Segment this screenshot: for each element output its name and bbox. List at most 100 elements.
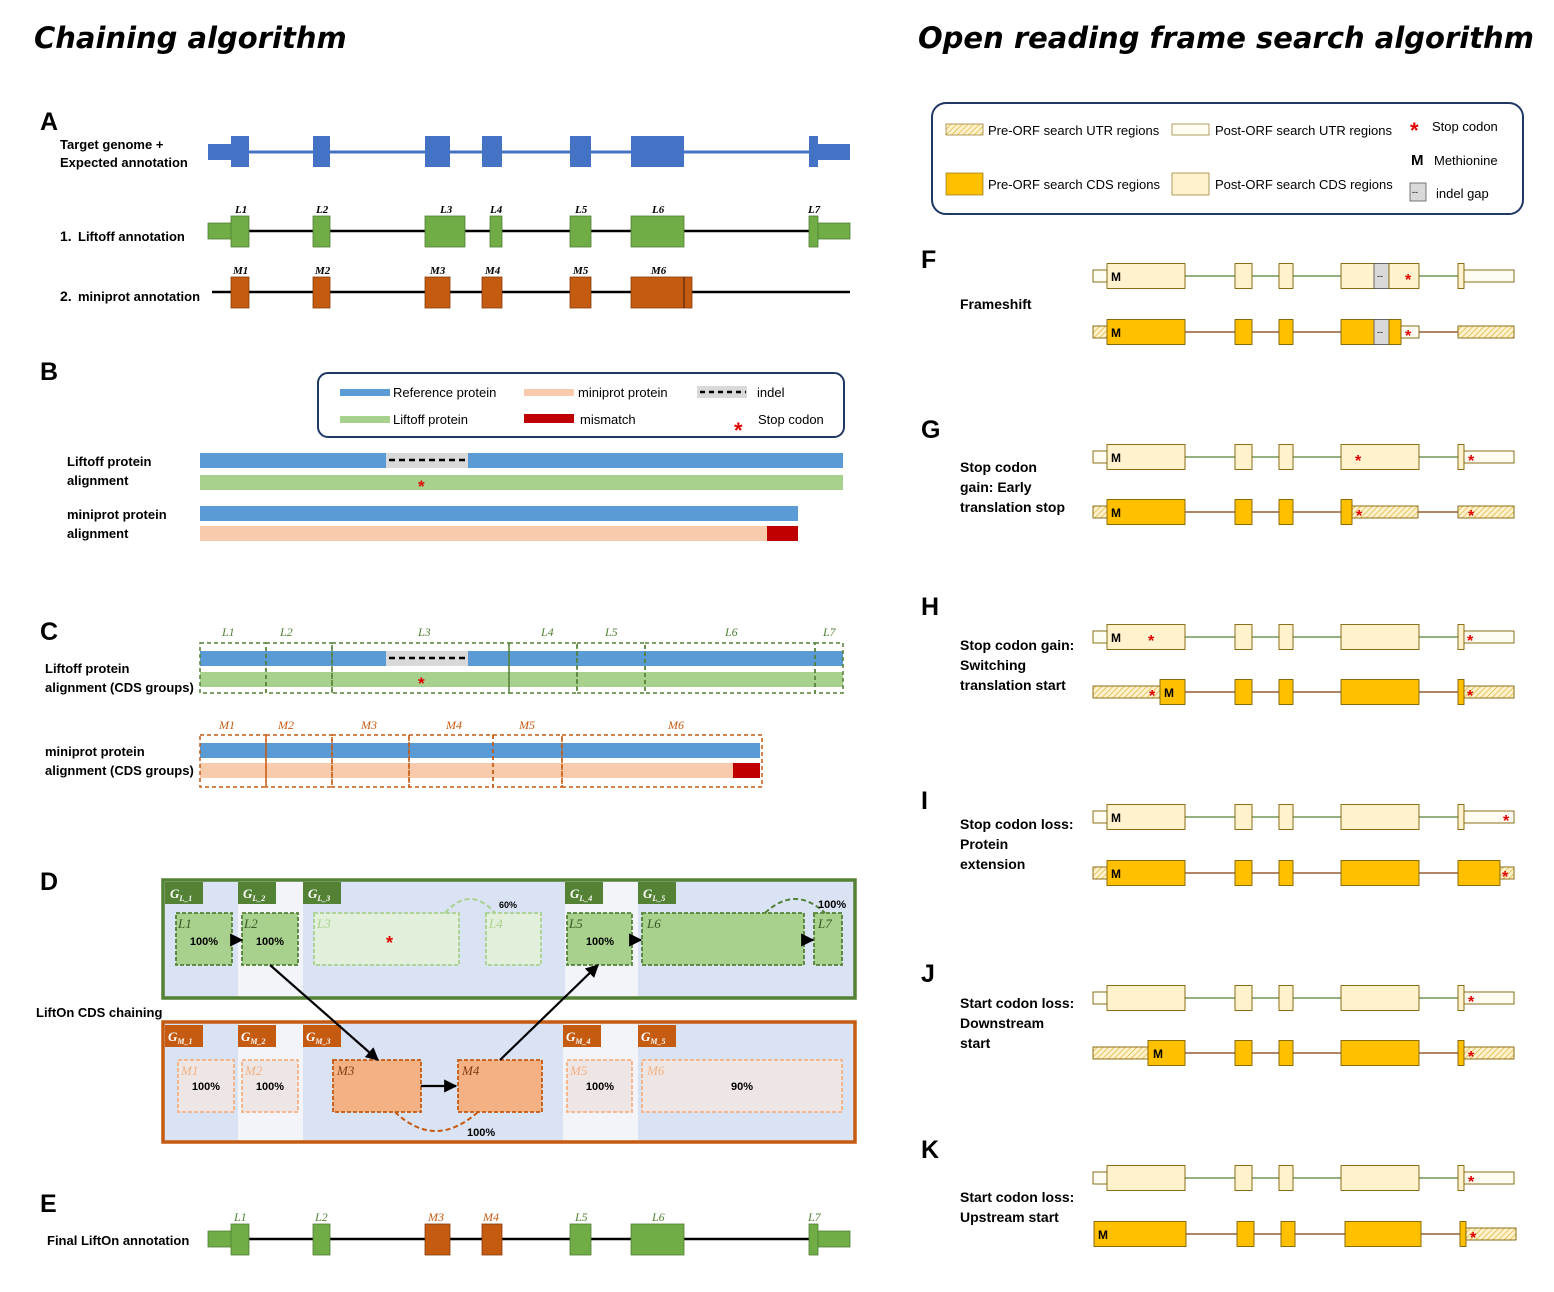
d-m-box-names: M1 M2 M3 M4 M5 M6: [180, 1063, 665, 1078]
c-label-m2: M2: [277, 718, 294, 732]
orf-cds-block: [1147, 1040, 1186, 1066]
methionine-marker: M: [1111, 867, 1121, 881]
orf-utr-block: [1499, 866, 1515, 880]
methionine-marker: M: [1111, 326, 1121, 340]
d-gl-tab-5: 5: [661, 894, 665, 903]
stop-codon-star-icon: *: [1468, 1049, 1475, 1066]
d-m-name-2: M2: [244, 1063, 263, 1078]
a-miniprot-exon-labels: M1 M2 M3 M4 M5 M6: [232, 265, 667, 277]
miniprot-gene-model: [212, 276, 850, 309]
stop-codon-star-icon: *: [1467, 633, 1474, 650]
orf-cds-block: [1234, 263, 1253, 289]
orf-cds-block: [1457, 860, 1501, 886]
c-label-m4: M4: [445, 718, 462, 732]
b-row2-line2: alignment: [67, 526, 129, 541]
target-gene-model: [208, 136, 850, 167]
methionine-marker: M: [1153, 1047, 1163, 1061]
legend-reference-protein: Reference protein: [393, 385, 496, 400]
e-exon-label-3: M3: [427, 1210, 444, 1224]
orf-utr-block: [1457, 325, 1515, 339]
d-side-label: LiftOn CDS chaining: [36, 1005, 162, 1020]
c-label-m6: M6: [667, 718, 684, 732]
c-stop-star-icon: *: [418, 674, 425, 693]
orf-utr-block: [1092, 991, 1109, 1005]
orf-cds-block: [1388, 263, 1420, 289]
orf-cds-block: [1106, 444, 1186, 470]
orf-cds-block: [1340, 624, 1420, 650]
methionine-marker: M: [1111, 270, 1121, 284]
methionine-marker: M: [1098, 1228, 1108, 1242]
k-label-2: Upstream start: [960, 1209, 1059, 1225]
stop-codon-star-icon: *: [1405, 272, 1412, 289]
orf-utr-block: [1465, 1227, 1517, 1241]
orf-legend-pre-utr: Pre-ORF search UTR regions: [988, 123, 1160, 138]
c-label-l5: L5: [604, 625, 618, 639]
orf-legend-gap-symbol: --: [1412, 187, 1418, 197]
orf-utr-block: [1092, 269, 1109, 283]
orf-cds-block: [1278, 624, 1294, 650]
c-label-m5: M5: [518, 718, 535, 732]
h-label-3: translation start: [960, 677, 1066, 693]
d-gm-tab-4: 4: [586, 1037, 591, 1046]
orf-cds-block: [1278, 860, 1294, 886]
d-m-name-6: M6: [646, 1063, 665, 1078]
orf-utr-block: [1463, 991, 1515, 1005]
a-label-target-2: Expected annotation: [60, 155, 188, 170]
panel-letter-e: E: [40, 1190, 57, 1218]
orf-cds-block: [1457, 263, 1465, 289]
orf-cds-block: [1278, 804, 1294, 830]
orf-utr-block: [1092, 810, 1109, 824]
orf-cds-block: [1234, 444, 1253, 470]
d-l-name-2: L2: [243, 916, 258, 931]
panel-letter-a: A: [40, 108, 58, 136]
legend-stop-codon: Stop codon: [758, 412, 824, 427]
orf-cds-block: [1340, 319, 1376, 345]
orf-cds-block: [1278, 499, 1294, 525]
panel-letter-f: F: [921, 246, 936, 274]
d-m-boxes: [177, 1059, 843, 1113]
orf-cds-block: [1340, 263, 1376, 289]
panel-letter-c: C: [40, 618, 58, 646]
c-label-m1: M1: [218, 718, 235, 732]
c-liftoff-alignment: *: [199, 642, 844, 694]
d-m-pct-1: 100%: [192, 1081, 220, 1093]
legend-indel: indel: [757, 385, 785, 400]
stop-codon-star-icon: *: [1355, 453, 1362, 470]
orf-cds-block: [1234, 860, 1253, 886]
d-stop-star-icon: *: [386, 933, 393, 953]
orf-utr-block: [1092, 325, 1109, 339]
d-l-name-4: L4: [488, 916, 503, 931]
stop-codon-star-icon: *: [1502, 869, 1509, 886]
orf-cds-block: [1457, 1040, 1465, 1066]
stop-codon-star-icon: *: [1405, 328, 1412, 345]
d-l-boxes: [175, 912, 843, 966]
d-l-box-names: L1 L2 L3 L4 L5 L6 L7: [177, 916, 832, 931]
orf-cds-block: [1340, 444, 1420, 470]
d-gl-tab-2: 2: [260, 894, 265, 903]
c-label-l2: L2: [279, 625, 293, 639]
e-exon-label-2: L2: [314, 1210, 328, 1224]
stop-codon-star-icon: *: [1467, 688, 1474, 705]
d-chain-arrows: [230, 933, 815, 1093]
panel-letter-h: H: [921, 593, 939, 621]
d-arc-m3-m4: [394, 1111, 479, 1132]
d-m-box-pcts: 100% 100% 100% 90%: [192, 1081, 753, 1093]
a-exon-label-l2: L2: [315, 204, 329, 216]
h-label-2: Switching: [960, 657, 1026, 673]
orf-cds-block: [1234, 985, 1253, 1011]
d-l-pct-5: 100%: [586, 936, 614, 948]
orf-cds-block: [1234, 679, 1253, 705]
indel-gap-marker: --: [1377, 327, 1383, 337]
d-l-name-5: L5: [568, 916, 583, 931]
orf-legend-post-cds: Post-ORF search CDS regions: [1215, 177, 1393, 192]
orf-utr-block: [1463, 810, 1515, 824]
legend-mismatch: mismatch: [580, 412, 636, 427]
orf-cds-block: [1388, 319, 1402, 345]
e-exon-label-6: L6: [651, 1210, 665, 1224]
orf-utr-block: [1463, 269, 1515, 283]
orf-cds-block: [1457, 624, 1465, 650]
orf-legend-stop-star-icon: *: [1410, 118, 1419, 143]
b-row1-line2: alignment: [67, 473, 129, 488]
d-gm-tab-1: 1: [189, 1037, 193, 1046]
